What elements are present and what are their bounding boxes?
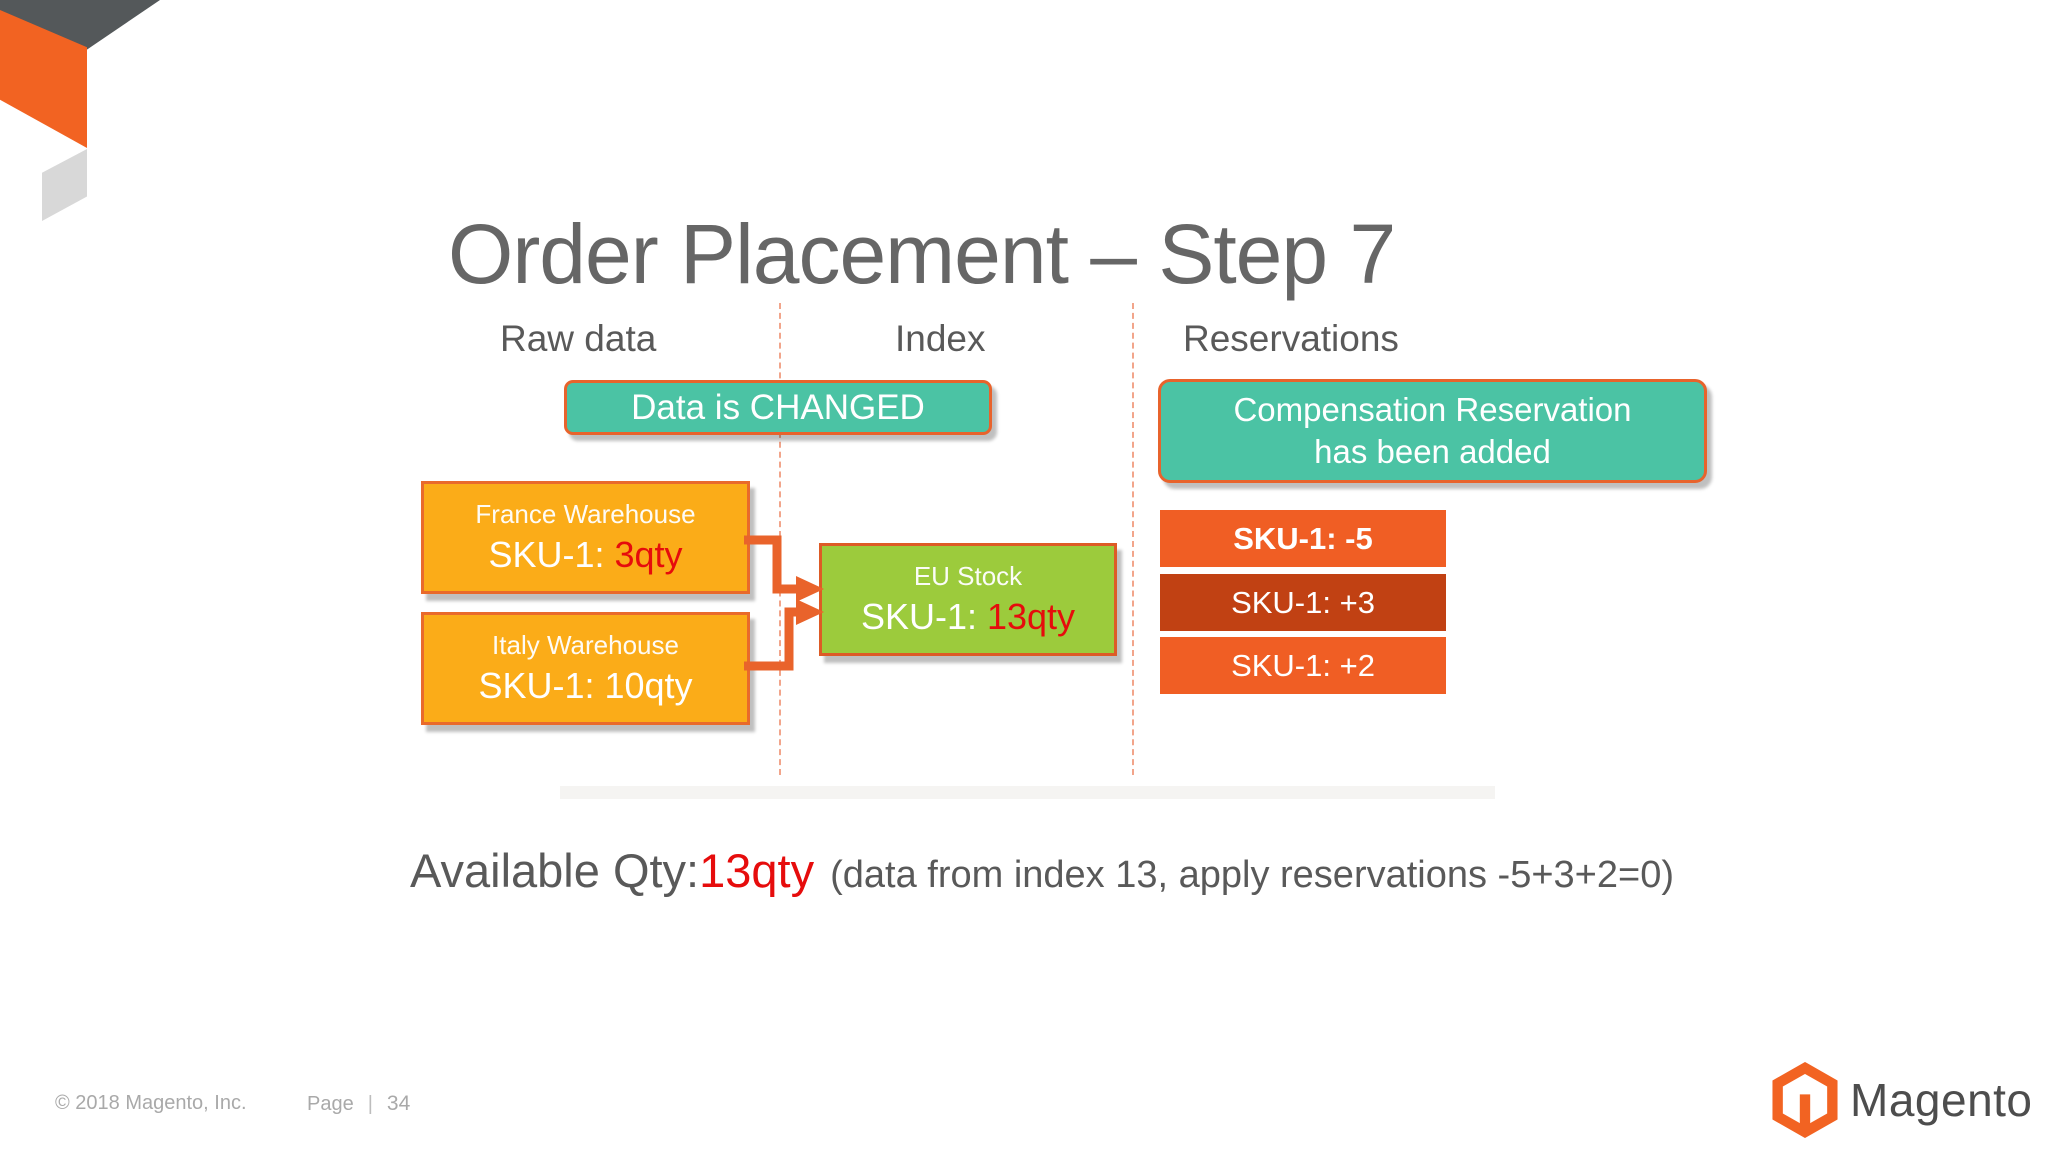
italy-connector-line bbox=[744, 607, 798, 671]
reservation-row-minus5: SKU-1: -5 bbox=[1160, 510, 1446, 567]
callout-data-changed-label: Data is CHANGED bbox=[631, 387, 925, 427]
page-separator: | bbox=[367, 1092, 373, 1115]
france-warehouse-sku: SKU-1: 3qty bbox=[488, 534, 682, 576]
magento-brand: Magento bbox=[1772, 1062, 2033, 1138]
column-divider-right bbox=[1132, 303, 1134, 775]
page-number: 34 bbox=[386, 1092, 411, 1115]
callout-data-changed: Data is CHANGED bbox=[564, 380, 992, 435]
callout-compensation-reservation: Compensation Reservation has been added bbox=[1158, 379, 1707, 483]
page-label: Page bbox=[307, 1092, 354, 1115]
eu-stock-name: EU Stock bbox=[913, 561, 1023, 591]
background-band bbox=[560, 786, 1495, 799]
box-italy-warehouse: Italy Warehouse SKU-1: 10qty bbox=[421, 612, 750, 725]
italy-sku-qty: 10qty bbox=[604, 665, 693, 706]
callout-compensation-line2: has been added bbox=[1314, 433, 1551, 470]
column-header-reservations: Reservations bbox=[1183, 318, 1399, 359]
magento-wordmark: Magento bbox=[1850, 1074, 2033, 1126]
available-qty-value: 13qty bbox=[699, 844, 815, 897]
france-warehouse-name: France Warehouse bbox=[475, 499, 696, 529]
france-connector-line bbox=[744, 535, 798, 594]
corner-light-shape bbox=[42, 149, 87, 221]
column-divider-left bbox=[779, 303, 781, 775]
reservation-row-plus3: SKU-1: +3 bbox=[1160, 574, 1446, 631]
page-indicator: Page | 34 bbox=[307, 1092, 410, 1116]
corner-brand-icon bbox=[0, 0, 220, 240]
reservation-row-plus2: SKU-1: +2 bbox=[1160, 637, 1446, 694]
italy-warehouse-name: Italy Warehouse bbox=[492, 630, 679, 660]
available-qty-note: (data from index 13, apply reservations … bbox=[830, 854, 1674, 896]
slide-title: Order Placement – Step 7 bbox=[448, 207, 1396, 301]
available-qty-label: Available Qty: bbox=[410, 844, 700, 897]
france-sku-prefix: SKU-1: bbox=[488, 534, 615, 575]
column-header-index: Index bbox=[895, 318, 986, 359]
column-header-raw-data: Raw data bbox=[500, 318, 657, 359]
magento-logo-icon bbox=[1772, 1062, 1838, 1138]
copyright-text: © 2018 Magento, Inc. bbox=[55, 1092, 247, 1114]
box-france-warehouse: France Warehouse SKU-1: 3qty bbox=[421, 481, 750, 594]
italy-sku-prefix: SKU-1: bbox=[478, 665, 605, 706]
eu-sku-qty: 13qty bbox=[986, 596, 1076, 637]
available-qty-summary: Available Qty: 13qty (data from index 13… bbox=[410, 843, 1674, 898]
france-sku-qty: 3qty bbox=[614, 534, 683, 575]
eu-sku-prefix: SKU-1: bbox=[860, 596, 987, 637]
slide-footer: © 2018 Magento, Inc. Page | 34 bbox=[0, 1088, 2048, 1128]
italy-warehouse-sku: SKU-1: 10qty bbox=[478, 665, 692, 707]
callout-compensation-line1: Compensation Reservation bbox=[1233, 390, 1632, 428]
eu-stock-sku: SKU-1: 13qty bbox=[861, 596, 1075, 638]
box-eu-stock: EU Stock SKU-1: 13qty bbox=[819, 543, 1117, 656]
